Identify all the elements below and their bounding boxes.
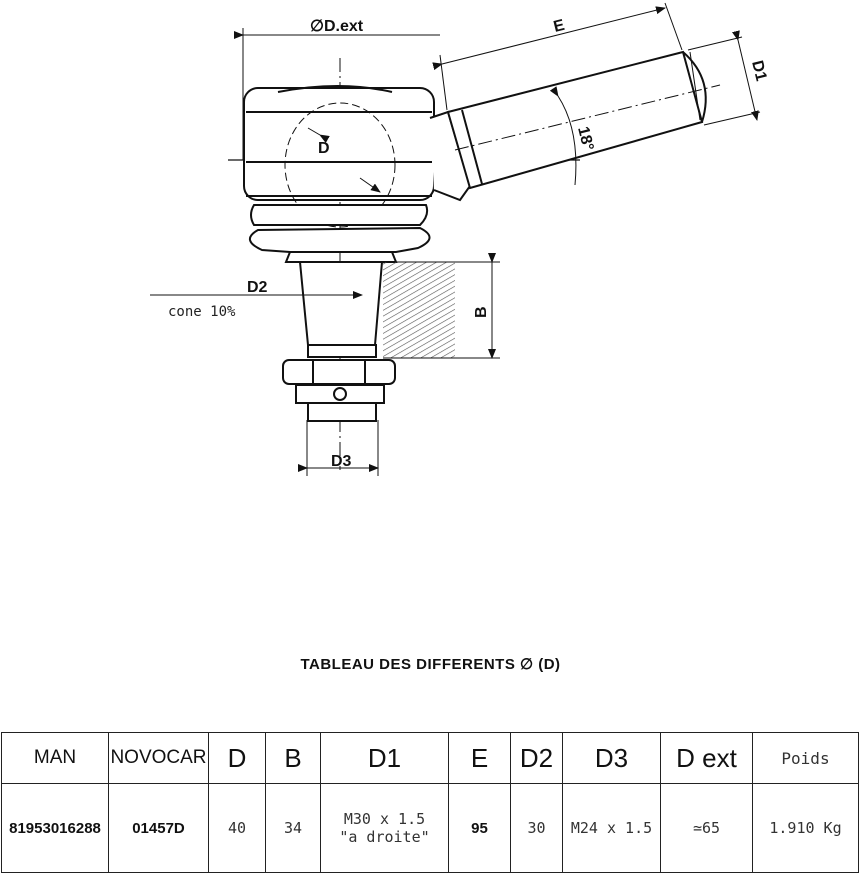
castle-nut <box>282 359 396 385</box>
d2-label: D2 <box>247 279 268 296</box>
ball-outline <box>284 102 396 228</box>
cell-novocar: 01457D <box>108 783 209 873</box>
d3-label: D3 <box>331 453 352 470</box>
header-d3: D3 <box>562 732 661 784</box>
cell-d1-line1: M30 x 1.5 <box>343 810 426 828</box>
threaded-cylinder <box>446 50 704 190</box>
cone-label: cone 10% <box>168 304 236 320</box>
dimensions-table: MAN NOVOCAR D B D1 E D2 D3 D ext Poids 8… <box>1 732 859 873</box>
d-label: D <box>318 140 330 157</box>
tapered-shank <box>298 261 384 346</box>
b-label: B <box>473 306 490 318</box>
table-row: 81953016288 01457D 40 34 M30 x 1.5"a dro… <box>1 783 859 873</box>
boot <box>250 204 429 226</box>
angle-dimension <box>549 86 577 186</box>
table-title: TABLEAU DES DIFFERENTS ∅ (D) <box>300 656 561 673</box>
header-d1: D1 <box>320 732 449 784</box>
header-poids: Poids <box>752 732 859 784</box>
header-b: B <box>265 732 321 784</box>
header-d: D <box>208 732 266 784</box>
table-header-row: MAN NOVOCAR D B D1 E D2 D3 D ext Poids <box>1 732 859 784</box>
angle-label: 18° <box>574 125 596 153</box>
d1-dimension <box>732 30 759 121</box>
header-d2: D2 <box>510 732 563 784</box>
cell-d2: 30 <box>510 783 563 873</box>
cell-b: 34 <box>265 783 321 873</box>
header-novocar: NOVOCAR <box>108 732 209 784</box>
e-dimension <box>432 6 666 71</box>
e-label: E <box>552 17 567 36</box>
hatched-mount <box>383 262 455 358</box>
cell-e: 95 <box>448 783 511 873</box>
cell-d1: M30 x 1.5"a droite" <box>320 783 449 873</box>
header-d-ext: D ext <box>660 732 753 784</box>
d1-label: D1 <box>748 59 769 83</box>
cell-man: 81953016288 <box>1 783 109 873</box>
cell-d: 40 <box>208 783 266 873</box>
header-e: E <box>448 732 511 784</box>
d-ext-label: ∅D.ext <box>310 18 364 35</box>
header-man: MAN <box>1 732 109 784</box>
cell-d-ext: ≃65 <box>660 783 753 873</box>
housing-head <box>243 87 435 201</box>
cell-d3: M24 x 1.5 <box>562 783 661 873</box>
cell-poids: 1.910 Kg <box>752 783 859 873</box>
cell-d1-line2: "a droite" <box>339 828 430 846</box>
tie-rod-end-drawing: ∅D.ext E D1 D 18° D2 cone 10% B D3 <box>150 2 770 476</box>
